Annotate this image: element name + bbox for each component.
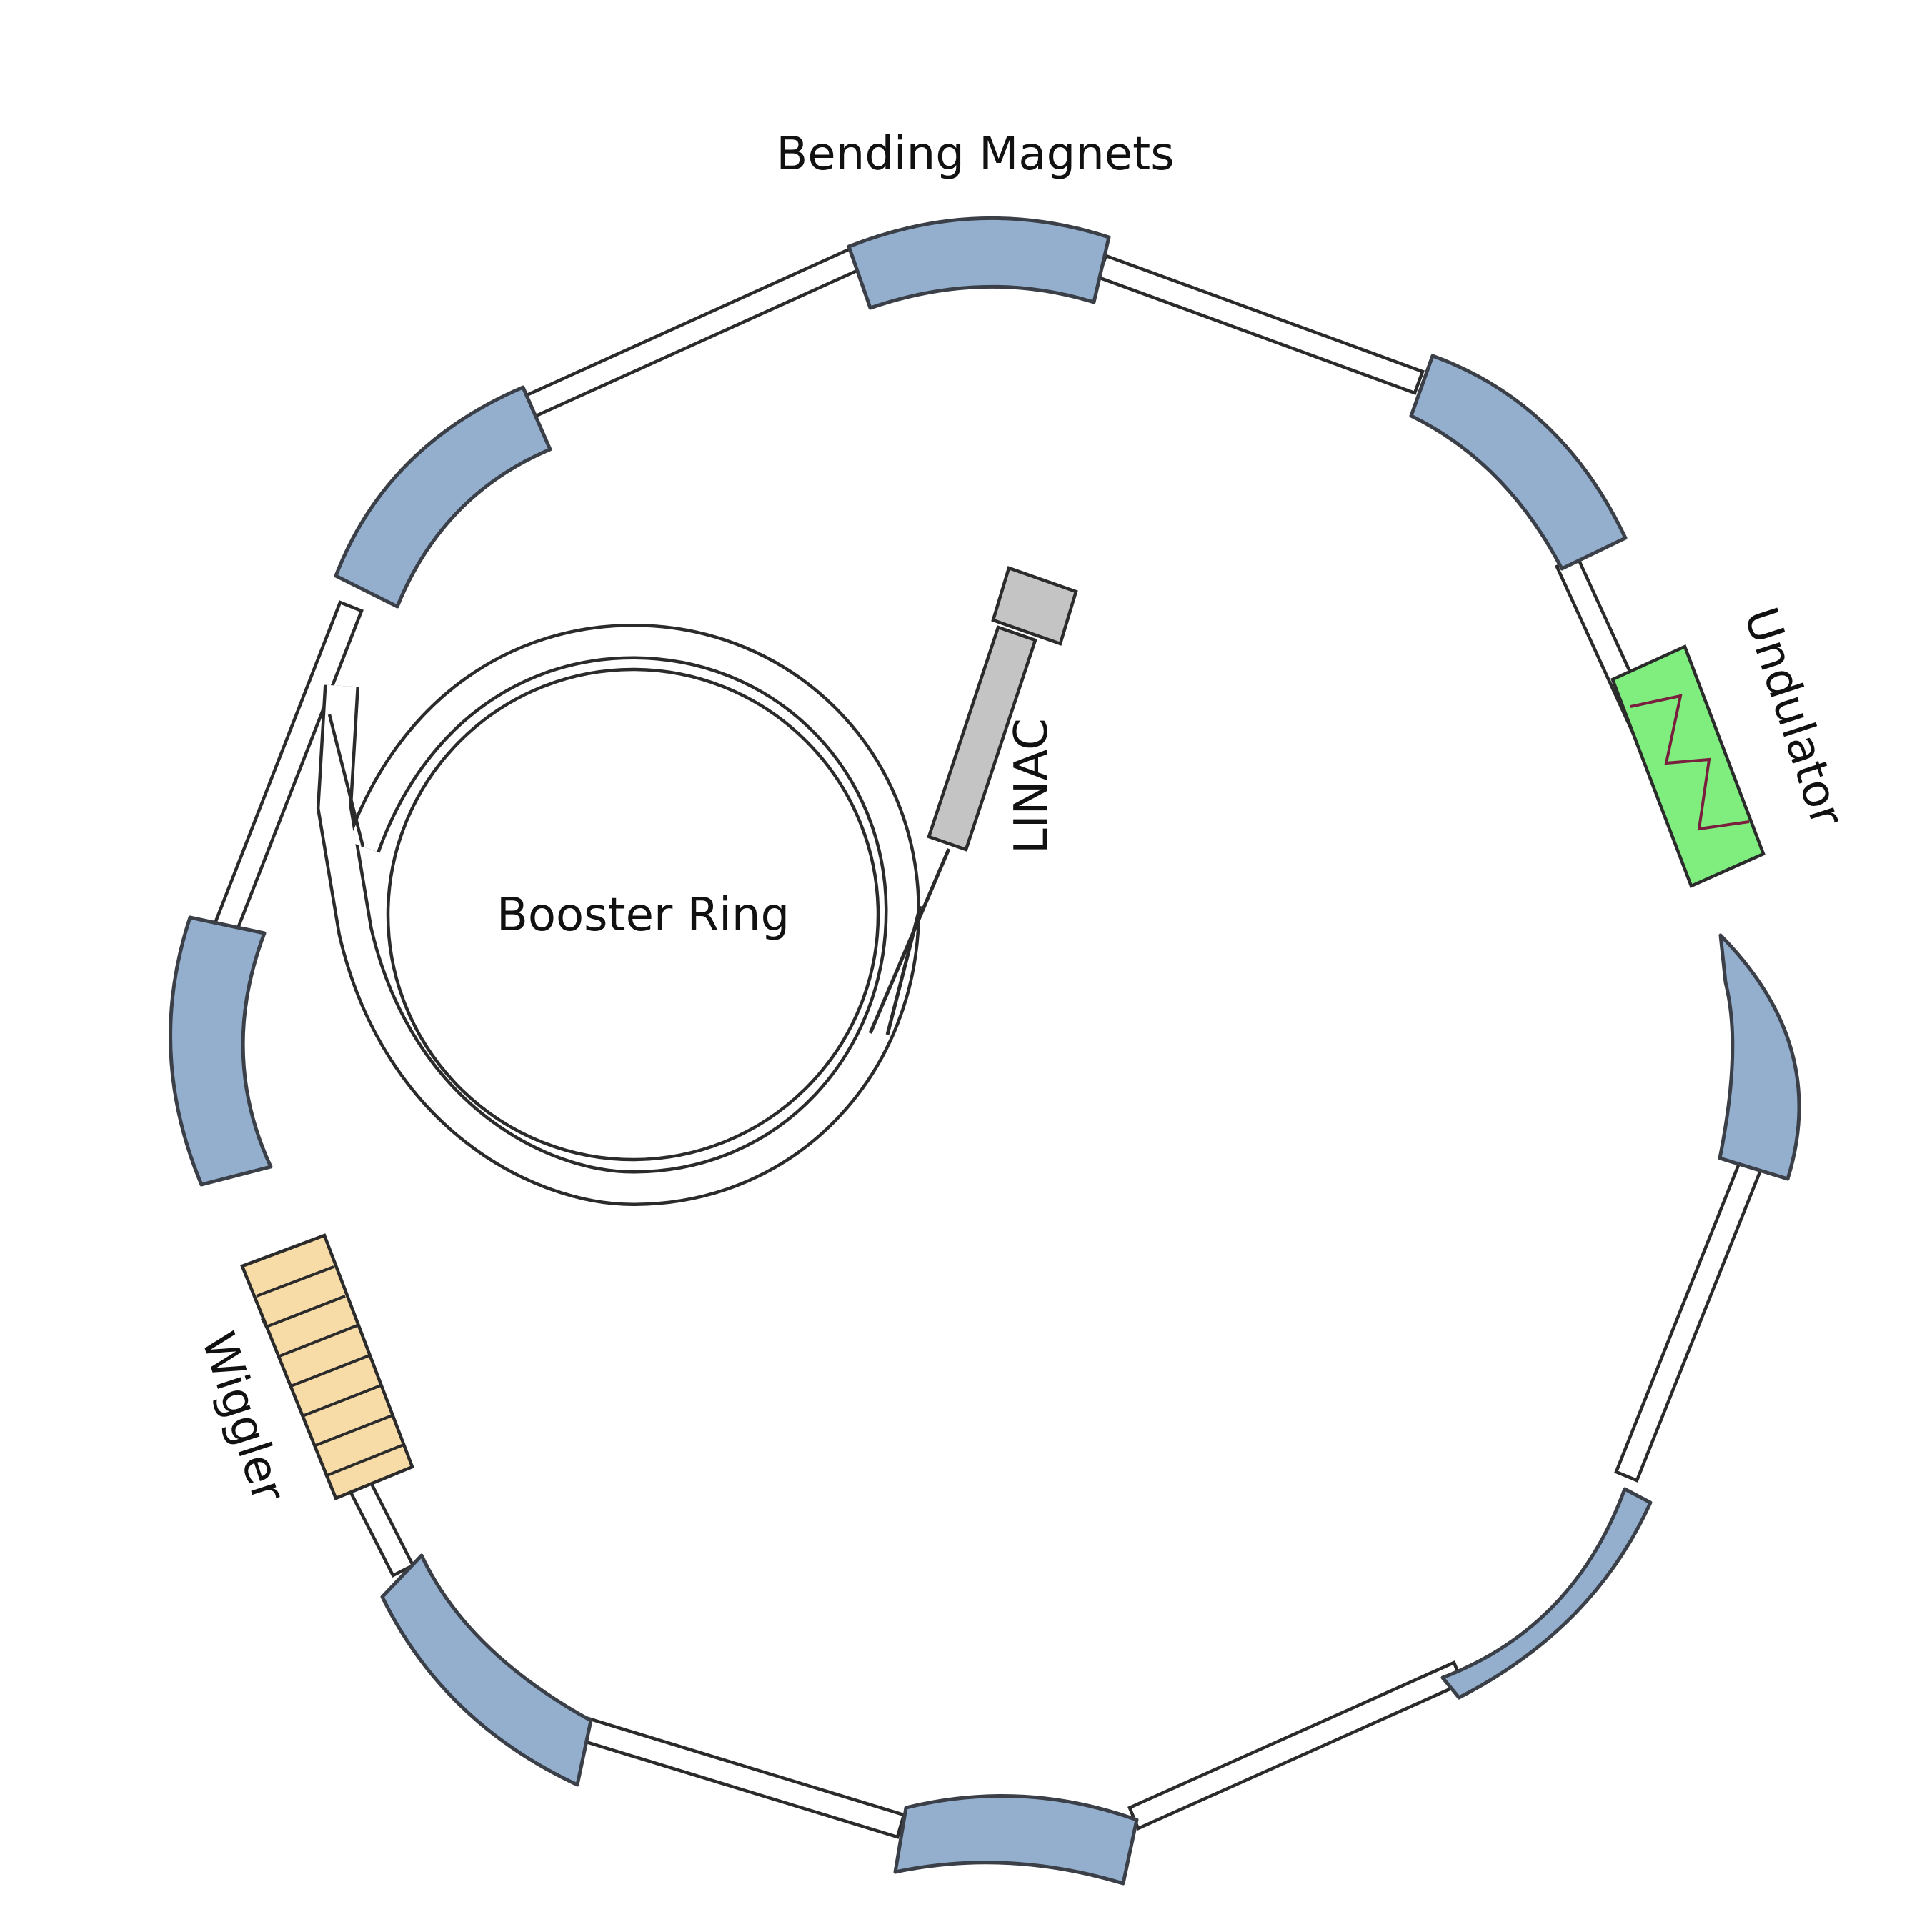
bending-magnet-top-left xyxy=(334,385,552,609)
bending-magnet-bottom-right xyxy=(1440,1487,1653,1700)
linac-beam-line xyxy=(885,905,922,1035)
undulator-body xyxy=(1610,644,1766,889)
wiggler-body xyxy=(240,1233,414,1500)
booster-ring-label: Booster Ring xyxy=(497,889,790,942)
undulator-zigzag xyxy=(1630,694,1750,831)
bending-magnet-bottom-left xyxy=(380,1553,593,1787)
booster-transfer-notch xyxy=(327,714,365,847)
linac-label: LINAC xyxy=(1005,718,1058,854)
bending-magnet-top-right xyxy=(1409,354,1628,571)
wiggler-pole-7 xyxy=(324,1443,404,1478)
wiggler-pole-6 xyxy=(313,1414,393,1448)
wiggler xyxy=(240,1233,414,1500)
undulator xyxy=(1610,644,1766,889)
wiggler-pole-4 xyxy=(290,1354,370,1388)
wiggler-pole-5 xyxy=(302,1384,382,1418)
wiggler-pole-2 xyxy=(267,1295,346,1328)
linac xyxy=(868,566,1078,1035)
booster-transfer-line-inner xyxy=(319,627,917,1203)
bending-magnets-label: Bending Magnets xyxy=(776,128,1174,181)
linac-tube xyxy=(927,625,1037,852)
bending-magnet-right xyxy=(1718,933,1801,1181)
booster-inner-ring-edge xyxy=(386,667,880,1162)
undulator-label: Undulator xyxy=(1733,602,1853,833)
wiggler-pole-3 xyxy=(279,1324,358,1358)
linac-gun xyxy=(991,566,1078,646)
bending-magnet-left xyxy=(169,915,273,1187)
bending-magnet-top xyxy=(847,216,1111,310)
booster-ring xyxy=(316,623,921,1207)
bending-magnet-bottom xyxy=(893,1794,1139,1886)
bending-magnets xyxy=(169,216,1801,1886)
wiggler-pole-1 xyxy=(256,1265,334,1298)
